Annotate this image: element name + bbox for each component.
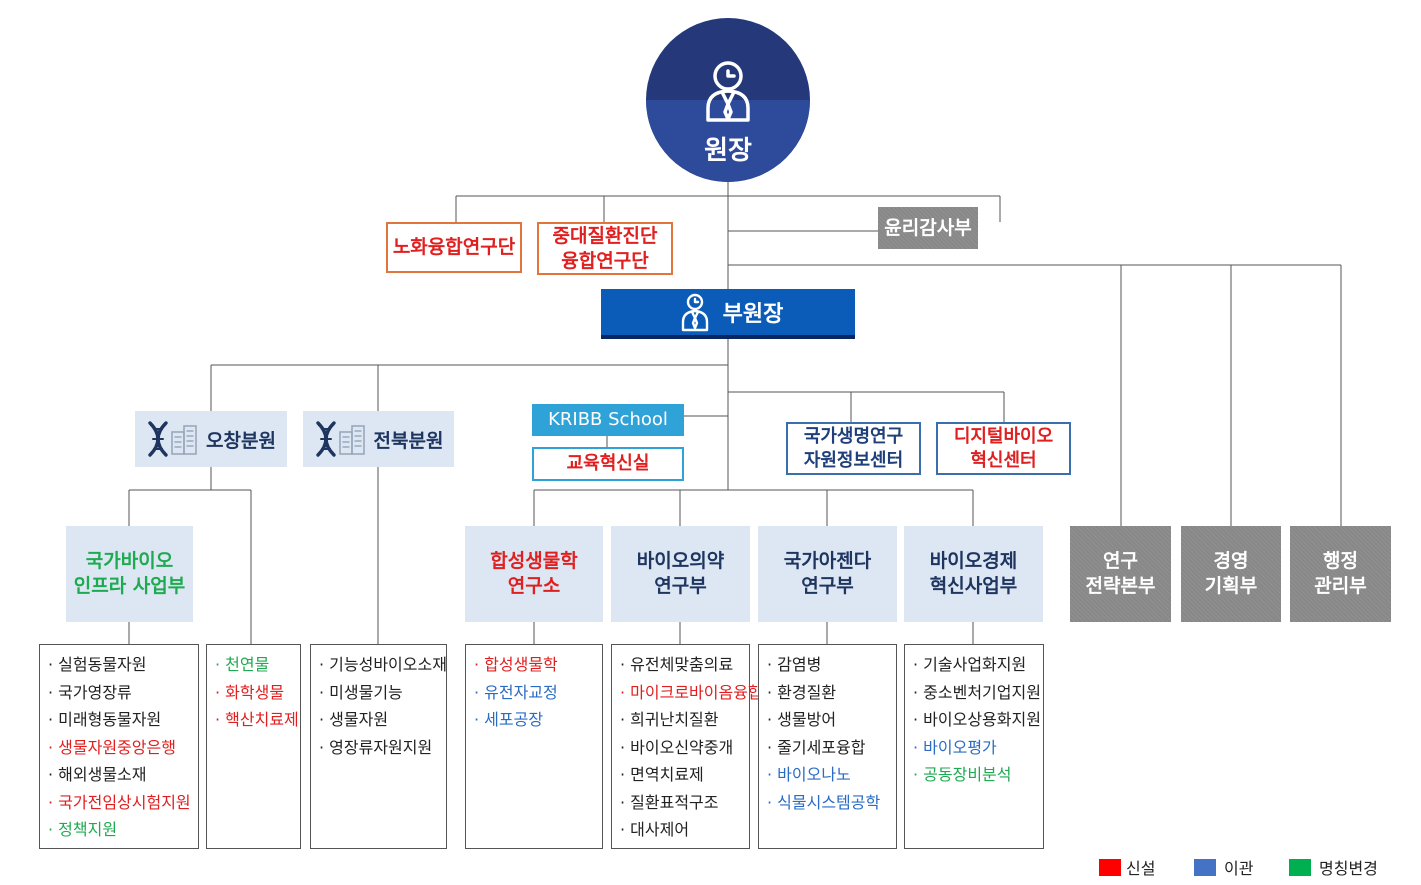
legend-swatch	[1289, 858, 1311, 876]
infra-list: · 실험동물자원 · 국가영장류 · 미래형동물자원 · 생물자원중앙은행 · 해외생물…	[39, 644, 199, 849]
list-item: · 화학생물	[215, 682, 285, 702]
list-item: · 감염병	[767, 655, 822, 674]
legend-renamed: 명칭변경	[1289, 855, 1378, 879]
jeonbuk-branch: 전북분원	[303, 411, 454, 467]
legend-transfer: 이관	[1194, 855, 1253, 879]
director-node: 원장	[646, 18, 810, 182]
education-innovation-office: 교육혁신실	[532, 447, 684, 481]
list-item: · 합성생물학	[474, 655, 558, 674]
list-item: · 미래형동물자원	[48, 710, 162, 729]
legend-label: 신설	[1126, 859, 1156, 878]
synthetic-biology-institute: 합성생물학 연구소	[465, 526, 603, 622]
list-item: · 국가전임상시험지원	[48, 792, 191, 812]
ochang-side-list: · 천연물 · 화학생물 · 핵산치료제	[206, 644, 301, 849]
national-agenda-division: 국가아젠다 연구부	[758, 526, 897, 622]
list-item: · 바이오상용화지원	[913, 710, 1041, 729]
list-item: · 정책지원	[48, 820, 118, 839]
list-item: · 공동장비분석	[913, 765, 1012, 784]
ethics-audit-dept: 윤리감사부	[878, 207, 978, 249]
dna-building-icon	[315, 421, 365, 457]
vice-director-label: 부원장	[722, 302, 784, 327]
list-item: · 환경질환	[767, 682, 837, 702]
jeonbuk-branch-label: 전북분원	[373, 429, 444, 452]
administration-dept: 행정 관리부	[1290, 526, 1391, 622]
list-item: · 바이오신약중개	[620, 737, 734, 757]
research-strategy-dept: 연구 전략본부	[1070, 526, 1171, 622]
bioecon-list: · 기술사업화지원 · 중소벤처기업지원 · 바이오상용화지원 · 바이오평가 · 공동…	[904, 644, 1044, 849]
ochang-branch-label: 오창분원	[206, 429, 276, 452]
list-item: · 희귀난치질환	[620, 710, 719, 729]
list-item: · 기술사업화지원	[913, 655, 1027, 674]
list-item: · 미생물기능	[319, 682, 403, 702]
person-icon	[706, 61, 750, 122]
ochang-branch: 오창분원	[135, 411, 287, 467]
legend-label: 이관	[1224, 859, 1254, 878]
management-planning-dept: 경영 기획부	[1181, 526, 1281, 622]
list-item: · 마이크로바이옴융합	[620, 682, 763, 702]
kribb-school: KRIBB School	[532, 404, 684, 436]
list-item: · 기능성바이오소재	[319, 655, 447, 674]
digital-bio-center: 디지털바이오 혁신센터	[936, 422, 1071, 475]
list-item: · 영장류자원지원	[319, 737, 433, 757]
list-item: · 생물자원	[319, 710, 389, 729]
dna-building-icon	[148, 421, 197, 457]
legend-label: 명칭변경	[1319, 859, 1378, 878]
legend-new: 신설	[1099, 855, 1155, 879]
list-item: · 세포공장	[474, 710, 544, 729]
list-item: · 식물시스템공학	[767, 792, 881, 812]
list-item: · 질환표적구조	[620, 792, 719, 812]
director-label: 원장	[704, 136, 752, 166]
list-item: · 유전자교정	[474, 682, 558, 702]
list-item: · 면역치료제	[620, 765, 704, 784]
list-item: · 천연물	[215, 655, 270, 674]
disease-research-group: 중대질환진단 융합연구단	[537, 222, 673, 275]
legend-swatch	[1099, 858, 1121, 876]
legend-swatch	[1194, 858, 1216, 876]
national-info-center: 국가생명연구 자원정보센터	[786, 422, 921, 475]
list-item: · 유전체맞춤의료	[620, 655, 734, 674]
person-icon	[681, 293, 708, 332]
jeonbuk-list: · 기능성바이오소재 · 미생물기능 · 생물자원 · 영장류자원지원	[310, 644, 447, 849]
list-item: · 대사제어	[620, 820, 690, 839]
list-item: · 생물자원중앙은행	[48, 737, 176, 757]
list-item: · 줄기세포융합	[767, 737, 866, 757]
biomedicine-division: 바이오의약 연구부	[611, 526, 750, 622]
list-item: · 바이오평가	[913, 737, 997, 757]
list-item: · 바이오나노	[767, 765, 851, 784]
list-item: · 생물방어	[767, 710, 837, 729]
agenda-list: · 감염병 · 환경질환 · 생물방어 · 줄기세포융합 · 바이오나노 · 식물시스템공…	[758, 644, 897, 849]
list-item: · 해외생물소재	[48, 765, 147, 784]
list-item: · 핵산치료제	[215, 710, 299, 729]
synthetic-list: · 합성생물학 · 유전자교정 · 세포공장	[465, 644, 603, 849]
list-item: · 중소벤처기업지원	[913, 682, 1041, 702]
list-item: · 실험동물자원	[48, 655, 147, 674]
list-item: · 국가영장류	[48, 682, 132, 702]
national-bio-infra-division: 국가바이오 인프라 사업부	[66, 526, 193, 622]
biomed-list: · 유전체맞춤의료 · 마이크로바이옴융합 · 희귀난치질환 · 바이오신약중개 · 면…	[611, 644, 763, 849]
bioeconomy-division: 바이오경제 혁신사업부	[904, 526, 1043, 622]
aging-research-group: 노화융합연구단	[386, 222, 522, 273]
vice-director-node: 부원장	[601, 289, 855, 339]
